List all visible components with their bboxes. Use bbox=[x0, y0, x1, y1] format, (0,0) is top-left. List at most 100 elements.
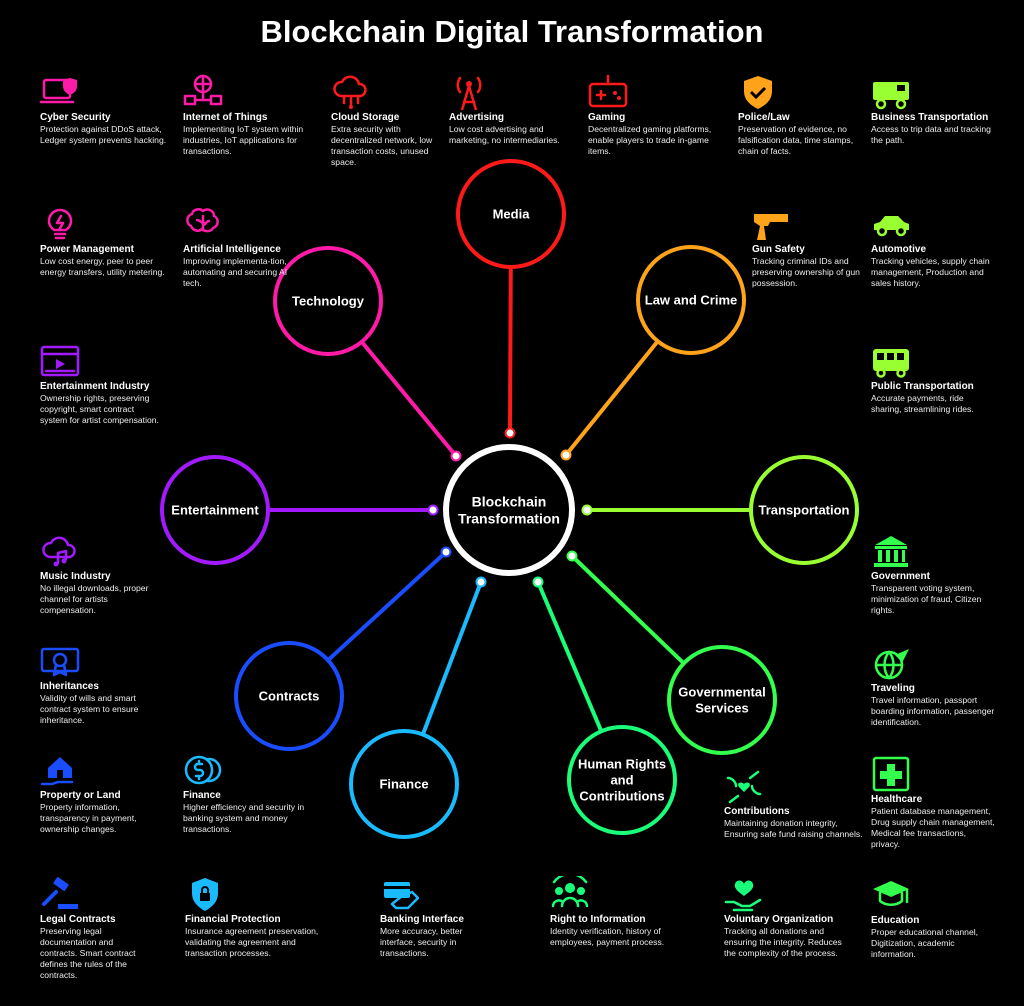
spoke-dot-finance bbox=[475, 576, 487, 588]
hub-law[interactable]: Law and Crime bbox=[636, 245, 746, 355]
spoke-dot-gov bbox=[566, 550, 578, 562]
hub-label-finance: Finance bbox=[379, 777, 428, 792]
shield-lock-icon bbox=[185, 876, 225, 912]
medical-cross-icon bbox=[871, 756, 911, 792]
hub-media[interactable]: Media bbox=[456, 159, 566, 269]
annotation-description: Low cost energy, peer to peer energy tra… bbox=[40, 256, 165, 277]
annotation-title: Government bbox=[871, 571, 930, 582]
hub-label-contracts: Contracts bbox=[259, 689, 320, 704]
hub-circle-technology bbox=[273, 246, 383, 356]
hub-label-technology: Technology bbox=[292, 294, 365, 309]
hub-label-entertainment: Entertainment bbox=[171, 503, 259, 518]
government-building-icon bbox=[871, 533, 911, 569]
annotation-title: Traveling bbox=[871, 683, 915, 694]
hub-circle-human bbox=[567, 725, 677, 835]
annotation-title: Gun Safety bbox=[752, 244, 805, 255]
card-hand-icon bbox=[380, 876, 420, 912]
annotation-title: Music Industry bbox=[40, 571, 111, 582]
annotation-description: Preserving legal documentation and contr… bbox=[40, 926, 136, 980]
car-icon bbox=[871, 206, 911, 242]
antenna-icon bbox=[449, 74, 489, 110]
center-circle bbox=[443, 444, 575, 576]
annotation-title: Cloud Storage bbox=[331, 112, 400, 123]
spoke-technology bbox=[360, 340, 458, 458]
hub-circle-media bbox=[456, 159, 566, 269]
plane-globe-icon bbox=[871, 645, 911, 681]
annotation-description: Tracking criminal IDs and preserving own… bbox=[752, 256, 860, 288]
annotation-title: Healthcare bbox=[871, 794, 923, 805]
hub-entertainment[interactable]: Entertainment bbox=[160, 455, 270, 565]
annotation-description: More accuracy, better interface, securit… bbox=[380, 926, 463, 958]
annotation-description: Insurance agreement preservation, valida… bbox=[185, 926, 319, 958]
spoke-media bbox=[508, 266, 513, 434]
spoke-dot-human bbox=[532, 576, 544, 588]
hub-label-law: Law and Crime bbox=[645, 293, 737, 308]
hub-contracts[interactable]: Contracts bbox=[234, 641, 344, 751]
annotation-description: Identity verification, history of employ… bbox=[550, 926, 665, 947]
bulb-icon bbox=[40, 206, 80, 242]
spoke-dot-law bbox=[560, 449, 572, 461]
annotation-description: Higher efficiency and security in bankin… bbox=[183, 802, 305, 834]
annotation-description: Access to trip data and tracking the pat… bbox=[871, 124, 991, 145]
coins-icon bbox=[183, 752, 223, 788]
annotation-description: Proper educational channel, Digitization… bbox=[871, 927, 979, 959]
spoke-dot-technology bbox=[450, 450, 462, 462]
annotation-title: Cyber Security bbox=[40, 112, 111, 123]
media-player-icon bbox=[40, 343, 80, 379]
annotation-description: No illegal downloads, proper channel for… bbox=[40, 583, 149, 615]
truck-icon bbox=[871, 74, 911, 110]
annotation-title: Education bbox=[871, 915, 920, 926]
annotation-title: Inheritances bbox=[40, 681, 99, 692]
annotation-title: Internet of Things bbox=[183, 112, 268, 123]
annotation-title: Artificial Intelligence bbox=[183, 244, 281, 255]
graduation-cap-icon bbox=[871, 877, 911, 913]
hub-circle-law bbox=[636, 245, 746, 355]
badge-icon bbox=[738, 74, 778, 110]
hub-finance[interactable]: Finance bbox=[349, 729, 459, 839]
annotation-description: Protection against DDoS attack, Ledger s… bbox=[40, 124, 167, 145]
annotation-title: Contributions bbox=[724, 806, 790, 817]
annotation-description: Decentralized gaming platforms, enable p… bbox=[588, 124, 712, 156]
annotation-description: Implementing IoT system within industrie… bbox=[183, 124, 304, 156]
annotation-title: Legal Contracts bbox=[40, 914, 116, 925]
spoke-dot-transport bbox=[581, 504, 593, 516]
annotation-title: Advertising bbox=[449, 112, 505, 123]
annotation-title: Voluntary Organization bbox=[724, 914, 834, 925]
gun-icon bbox=[752, 206, 792, 242]
spoke-lines bbox=[268, 266, 751, 736]
annotation-title: Entertainment Industry bbox=[40, 381, 150, 392]
gamepad-icon bbox=[588, 74, 628, 110]
hub-transport[interactable]: Transportation bbox=[749, 455, 859, 565]
hub-technology[interactable]: Technology bbox=[273, 246, 383, 356]
annotation-description: Low cost advertising and marketing, no i… bbox=[449, 124, 560, 145]
laptop-shield-icon bbox=[40, 74, 80, 110]
hub-circle-entertainment bbox=[160, 455, 270, 565]
annotation-description: Preservation of evidence, no falsificati… bbox=[738, 124, 854, 156]
spoke-contracts bbox=[326, 550, 448, 662]
bus-icon bbox=[871, 343, 911, 379]
annotation-description: Tracking vehicles, supply chain manageme… bbox=[871, 256, 990, 288]
